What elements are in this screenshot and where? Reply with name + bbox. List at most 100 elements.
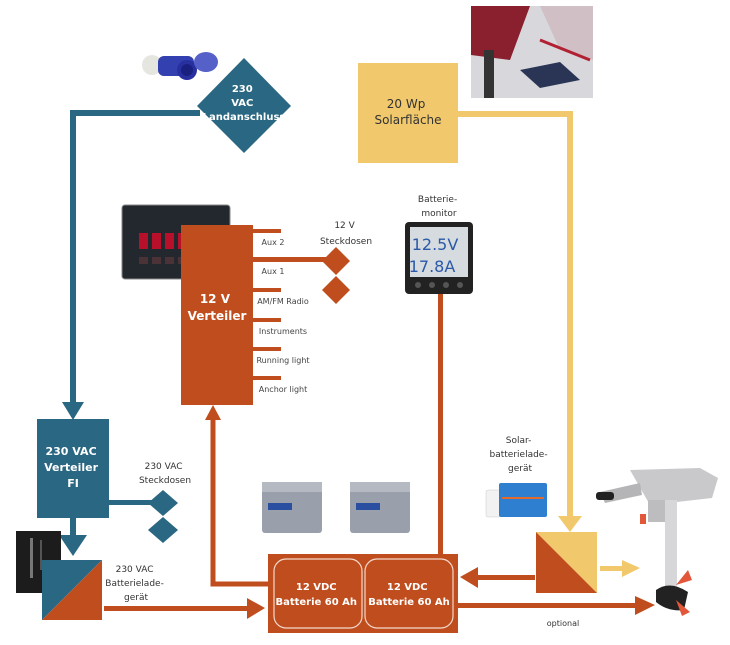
battery-photo-icon-1: [262, 482, 322, 533]
arrow-head-down: [558, 516, 582, 532]
solar-charger-label-2: batterielade-: [490, 450, 548, 460]
shore-to-ac-panel-line: [70, 110, 200, 405]
solar-panel-photo-icon: [471, 6, 593, 98]
ac-charger-to-battery-line: [104, 606, 249, 611]
ac-panel-label-3: FI: [67, 477, 79, 490]
solar-panel-label-2: Solarfläche: [374, 113, 441, 127]
arrow-head-right: [247, 598, 265, 619]
shore-power-diamond: [197, 58, 291, 153]
dc-circuit-stub: [253, 376, 281, 380]
battery-cell-1: [273, 558, 363, 629]
dc-circuit-label: Anchor light: [259, 385, 307, 394]
shore-power-label-3: Landanschluss: [203, 112, 286, 123]
svg-text:230 VAC Batterielade-: 230 VAC Batterielade- gerät: [105, 565, 166, 603]
dc-outlets-line: [253, 257, 331, 262]
ac-outlets-label-2: Steckdosen: [139, 476, 191, 486]
battery-monitor-label-1: Batterie-: [418, 195, 457, 205]
monitor-to-battery-line: [438, 294, 443, 554]
svg-text:Batterie- monitor: Batterie- monitor: [418, 195, 460, 219]
dc-circuit-label: Aux 1: [262, 267, 285, 276]
dc-outlets-label-2: Steckdosen: [320, 237, 372, 247]
svg-text:20 Wp Solarfläche: 20 Wp Solarfläche: [374, 97, 441, 127]
svg-text:12 V Verteiler: 12 V Verteiler: [188, 292, 247, 323]
battery-monitor-label-2: monitor: [421, 209, 457, 219]
solar-charger-node[interactable]: Solar- batterielade- gerät: [485, 436, 597, 593]
monitor-current-readout: 17.8A: [409, 257, 456, 276]
ac-panel-label-2: Verteiler: [44, 461, 99, 474]
optional-label: optional: [547, 619, 579, 628]
svg-text:230 VAC Landanschl: 230 VAC Landanschluss: [203, 84, 286, 123]
shore-power-plug-icon: [142, 52, 218, 80]
ac-wiring: [59, 110, 200, 556]
solar-charger-label-3: gerät: [508, 464, 532, 474]
shore-power-node[interactable]: 230 VAC Landanschluss: [142, 52, 291, 153]
arrow-head-down: [59, 535, 87, 556]
fuse-holder: [152, 257, 161, 264]
dc-circuit-label: Running light: [256, 356, 309, 365]
battery-bank-box: [268, 554, 458, 633]
battery-cell-2: [364, 558, 454, 629]
fuse-holder: [165, 257, 174, 264]
battery-2-label-1: 12 VDC: [387, 582, 428, 593]
dc-outlet-diamond-2: [322, 276, 350, 304]
electric-outboard-icon: [596, 468, 718, 616]
arrow-head-right: [635, 596, 655, 615]
ac-outlets-line: [108, 500, 158, 505]
rocker-switch: [165, 233, 174, 249]
battery-monitor-node[interactable]: Batterie- monitor 12.5V 17.8A: [405, 195, 473, 294]
dc-panel-label-1: 12 V: [200, 292, 231, 306]
ac-outlet-diamond-2: [148, 517, 178, 543]
solar-charger-label-1: Solar-: [506, 436, 532, 446]
dc-outlets-node[interactable]: 12 V Steckdosen: [320, 221, 372, 304]
solar-to-charger-line: [458, 111, 573, 520]
dc-circuit-stub: [253, 288, 281, 292]
charger-to-motor-yellow-line: [600, 566, 625, 571]
ac-panel-label-1: 230 VAC: [46, 445, 97, 458]
battery-monitor-icon: 12.5V 17.8A: [405, 222, 473, 294]
solar-charger-orange-half: [536, 532, 597, 593]
solar-panel-label-1: 20 Wp: [387, 97, 426, 111]
solar-wiring: [458, 111, 640, 577]
arrow-head-left: [460, 567, 478, 588]
solar-charge-controller-icon: [485, 483, 547, 518]
ac-panel-box: [37, 419, 109, 518]
dc-circuit-label: Aux 2: [262, 238, 285, 247]
battery-photo-icon-2: [350, 482, 410, 533]
battery-bank-node[interactable]: 12 VDC Batterie 60 Ah 12 VDC Batterie 60…: [262, 482, 458, 633]
arrow-head-up: [205, 405, 221, 420]
dc-outlet-diamond-1: [322, 247, 350, 275]
monitor-voltage-readout: 12.5V: [412, 235, 459, 254]
fuse-holder: [139, 257, 148, 264]
svg-text:230 VAC Verteiler: 230 VAC Verteiler FI: [44, 445, 102, 490]
svg-text:230 VAC Steckdosen: 230 VAC Steckdosen: [139, 462, 191, 486]
dc-wiring: [104, 257, 655, 619]
rocker-switch: [152, 233, 161, 249]
shore-power-label-2: VAC: [231, 98, 253, 109]
outboard-motor-node[interactable]: [596, 468, 718, 616]
dc-circuit-stub: [253, 347, 281, 351]
ac-charger-orange-half: [42, 560, 102, 620]
dc-panel-box: [181, 225, 253, 405]
shore-power-label-1: 230: [232, 84, 253, 95]
dc-circuit-stub: [253, 229, 281, 233]
ac-charger-label-2: Batterielade-: [105, 579, 164, 589]
ac-panel-to-charger-line: [70, 518, 76, 538]
dc-outlets-label-1: 12 V: [334, 221, 355, 231]
dc-panel-label-2: Verteiler: [188, 309, 247, 323]
svg-text:Solar- batterielade-: Solar- batterielade- gerät: [490, 436, 551, 474]
ac-panel-node[interactable]: 230 VAC Verteiler FI: [37, 419, 109, 518]
ac-outlets-node[interactable]: 230 VAC Steckdosen: [139, 462, 191, 543]
dc-circuit-label: AM/FM Radio: [257, 297, 309, 306]
dc-circuit-stub: [253, 318, 281, 322]
solar-charger-to-battery-line: [475, 575, 535, 580]
ac-outlet-diamond-1: [148, 490, 178, 516]
ac-charger-label-1: 230 VAC: [116, 565, 154, 575]
rocker-switch: [139, 233, 148, 249]
solar-panel-node[interactable]: 20 Wp Solarfläche: [358, 6, 593, 163]
battery-1-label-2: Batterie 60 Ah: [275, 597, 357, 608]
ac-charger-label-3: gerät: [124, 593, 148, 603]
ac-charger-node[interactable]: 230 VAC Batterielade- gerät: [16, 531, 167, 620]
battery-1-label-1: 12 VDC: [296, 582, 337, 593]
arrow-head-right: [622, 560, 640, 577]
